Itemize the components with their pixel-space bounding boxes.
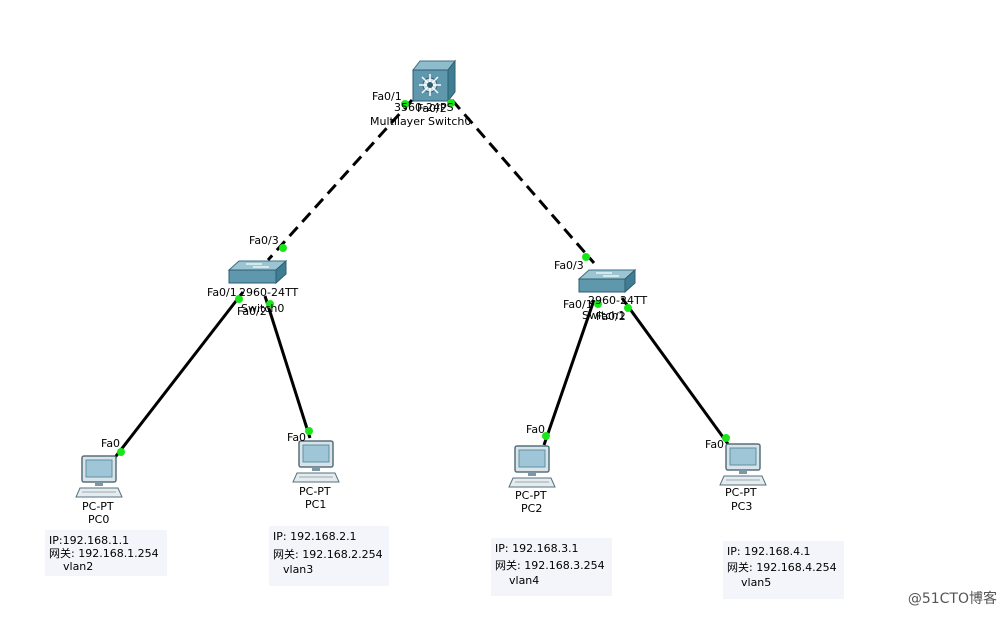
port-dot-switch0-fa01 [235,295,243,303]
port-label-switch0-fa03: Fa0/3 [249,234,279,247]
port-label-pc3-fa0: Fa0 [705,438,725,451]
pc2-icon[interactable] [508,445,556,488]
link-switch0-pc1[interactable] [263,295,312,439]
link-mls-switch1[interactable] [450,99,596,264]
pc1-vlan-text: vlan3 [283,563,314,576]
pc3-type-label: PC-PT [725,486,757,499]
switch1-icon[interactable] [577,268,637,294]
pc1-type-label: PC-PT [299,485,331,498]
pc0-type-label: PC-PT [82,500,114,513]
port-label-mls-fa02: Fa0/2 [417,102,447,115]
link-switch1-pc2[interactable] [542,299,596,446]
port-label-pc2-fa0: Fa0 [526,423,546,436]
port-dot-pc2-fa0 [542,432,550,440]
port-dot-switch1-fa03 [582,253,590,261]
pc1-ip-text: IP: 192.168.2.1 [273,530,357,543]
pc0-name-label: PC0 [88,513,110,526]
link-switch0-pc0[interactable] [111,291,245,461]
port-dot-mls-fa01 [401,100,409,108]
port-dot-pc1-fa0 [305,427,313,435]
pc2-vlan-text: vlan4 [509,574,540,587]
pc3-config-note[interactable]: IP: 192.168.4.1 网关: 192.168.4.254 vlan5 [723,541,844,599]
pc3-ip-text: IP: 192.168.4.1 [727,545,811,558]
pc3-gateway-text: 网关: 192.168.4.254 [727,561,837,574]
port-label-pc1-fa0: Fa0 [287,431,307,444]
port-label-switch1-fa02: Fa0/2 [596,310,626,323]
pc0-vlan-text: vlan2 [63,560,94,573]
port-dot-switch1-fa02 [624,304,632,312]
mls-model-label: 3560-24PS [394,101,454,114]
pc1-config-note[interactable]: IP: 192.168.2.1 网关: 192.168.2.254 vlan3 [269,526,389,586]
pc1-name-label: PC1 [305,498,327,511]
pc2-config-note[interactable]: IP: 192.168.3.1 网关: 192.168.3.254 vlan4 [491,538,612,596]
pc3-icon[interactable] [719,443,767,486]
pc1-icon[interactable] [292,440,340,483]
switch1-model-label: 2960-24TT [588,294,648,307]
port-dot-switch0-fa03 [279,244,287,252]
pc0-gateway-text: 网关: 192.168.1.254 [49,547,159,560]
switch0-icon[interactable] [227,259,288,285]
pc1-gateway-text: 网关: 192.168.2.254 [273,548,383,561]
port-label-switch1-fa01: Fa0/1 [563,298,593,311]
port-label-switch1-fa03: Fa0/3 [554,259,584,272]
port-dot-switch1-fa01 [594,300,602,308]
pc2-gateway-text: 网关: 192.168.3.254 [495,559,605,572]
pc3-vlan-text: vlan5 [741,576,772,589]
switch0-name-label: Switch0 [241,302,285,315]
port-label-mls-fa01: Fa0/1 [372,90,402,103]
pc2-type-label: PC-PT [515,489,547,502]
pc0-config-note[interactable]: IP:192.168.1.1 网关: 192.168.1.254 vlan2 [45,530,167,576]
port-dot-pc0-fa0 [117,448,125,456]
switch1-name-label: Switch1 [582,309,626,322]
link-mls-switch0[interactable] [266,98,414,262]
multilayer-switch-icon[interactable] [411,59,457,103]
pc3-name-label: PC3 [731,500,753,513]
pc0-icon[interactable] [75,455,123,498]
port-label-switch0-fa01: Fa0/1 [207,286,237,299]
port-dot-switch0-fa02 [266,300,274,308]
switch0-model-label: 2960-24TT [239,286,299,299]
watermark: @51CTO博客 [907,591,997,607]
link-switch1-pc3[interactable] [620,297,730,445]
pc2-ip-text: IP: 192.168.3.1 [495,542,579,555]
pc0-ip-text: IP:192.168.1.1 [49,534,130,547]
pc2-name-label: PC2 [521,502,543,515]
port-dot-pc3-fa0 [722,434,730,442]
port-label-switch0-fa02: Fa0/2 [237,305,267,318]
mls-name-label: Multilayer Switch0 [370,115,472,128]
port-label-pc0-fa0: Fa0 [101,437,121,450]
port-dot-mls-fa02 [447,99,455,107]
